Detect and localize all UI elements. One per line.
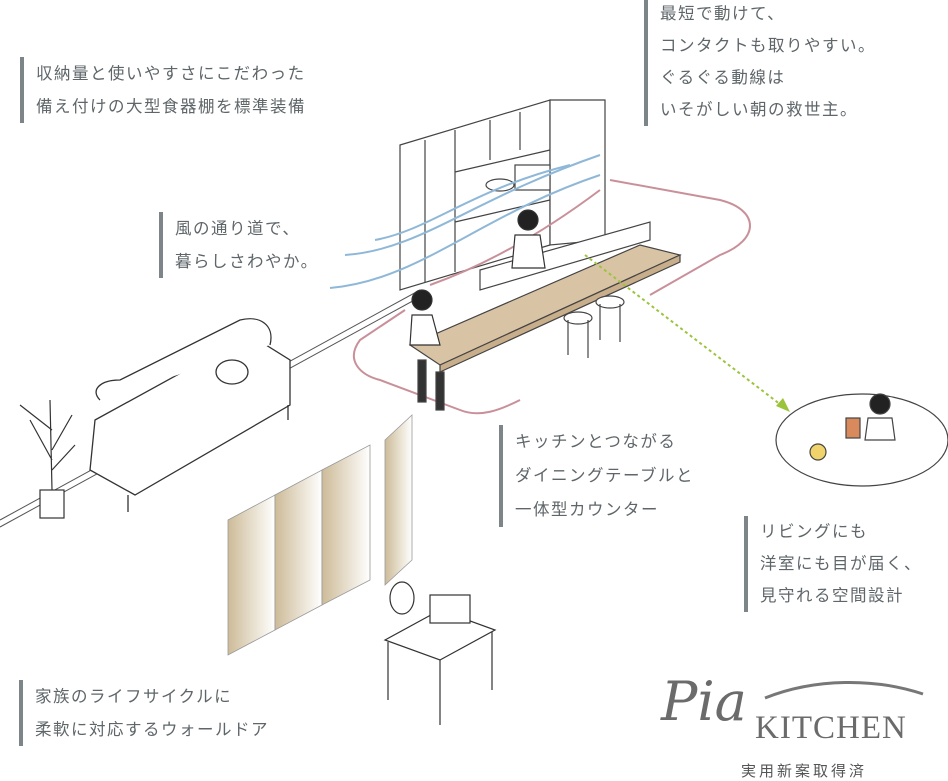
callout-line: 家族のライフサイクルに (35, 687, 233, 706)
callout-line: 風の通り道で、 (175, 219, 301, 238)
callout-line: 柔軟に対応するウォールドア (35, 720, 269, 739)
callout-line: 備え付けの大型食器棚を標準装備 (36, 97, 306, 116)
logo-arc (764, 680, 924, 700)
callout-walldoor: 家族のライフサイクルに 柔軟に対応するウォールドア (19, 680, 269, 746)
kitchen-counter (408, 221, 682, 411)
plant-icon (19, 399, 76, 519)
logo-script: Pia (661, 670, 747, 733)
cupboard-icon (399, 99, 606, 291)
callout-circulation: 最短で動けて、 コンタクトも取りやすい。 ぐるぐる動線は いそがしい朝の救世主。 (644, 0, 876, 126)
people (409, 209, 546, 346)
callout-storage: 収納量と使いやすさにこだわった 備え付けの大型食器棚を標準装備 (20, 57, 306, 123)
sofa-icon (89, 318, 291, 512)
callout-line: コンタクトも取りやすい。 (660, 36, 876, 55)
breeze-lines (329, 154, 601, 289)
callout-line: いそがしい朝の救世主。 (660, 100, 858, 119)
desk-icon (383, 581, 497, 725)
callout-line: 収納量と使いやすさにこだわった (36, 64, 306, 83)
callout-dining: キッチンとつながる ダイニングテーブルと 一体型カウンター (499, 425, 694, 527)
logo-name: KITCHEN (755, 710, 907, 746)
callout-line: 最短で動けて、 (660, 4, 786, 23)
stools (563, 295, 625, 358)
logo-subtitle: 実用新案取得済 (741, 762, 868, 780)
pia-kitchen-logo: Pia KITCHEN 実用新案取得済 (655, 668, 935, 781)
callout-line: リビングにも (760, 522, 868, 541)
callout-line: 暮らしさわやか。 (175, 252, 319, 271)
wall-door-panels (227, 414, 413, 656)
callout-line: 洋室にも目が届く、 (760, 554, 922, 573)
callout-line: 見守れる空間設計 (760, 586, 904, 605)
callout-line: ぐるぐる動線は (660, 68, 786, 87)
callout-line: キッチンとつながる (515, 432, 677, 451)
callout-line: 一体型カウンター (515, 500, 659, 519)
sightline-arrow (584, 254, 786, 409)
kids-play-area (775, 393, 948, 487)
callout-line: ダイニングテーブルと (515, 466, 695, 485)
callout-breeze: 風の通り道で、 暮らしさわやか。 (159, 212, 319, 278)
callout-view: リビングにも 洋室にも目が届く、 見守れる空間設計 (744, 516, 922, 612)
